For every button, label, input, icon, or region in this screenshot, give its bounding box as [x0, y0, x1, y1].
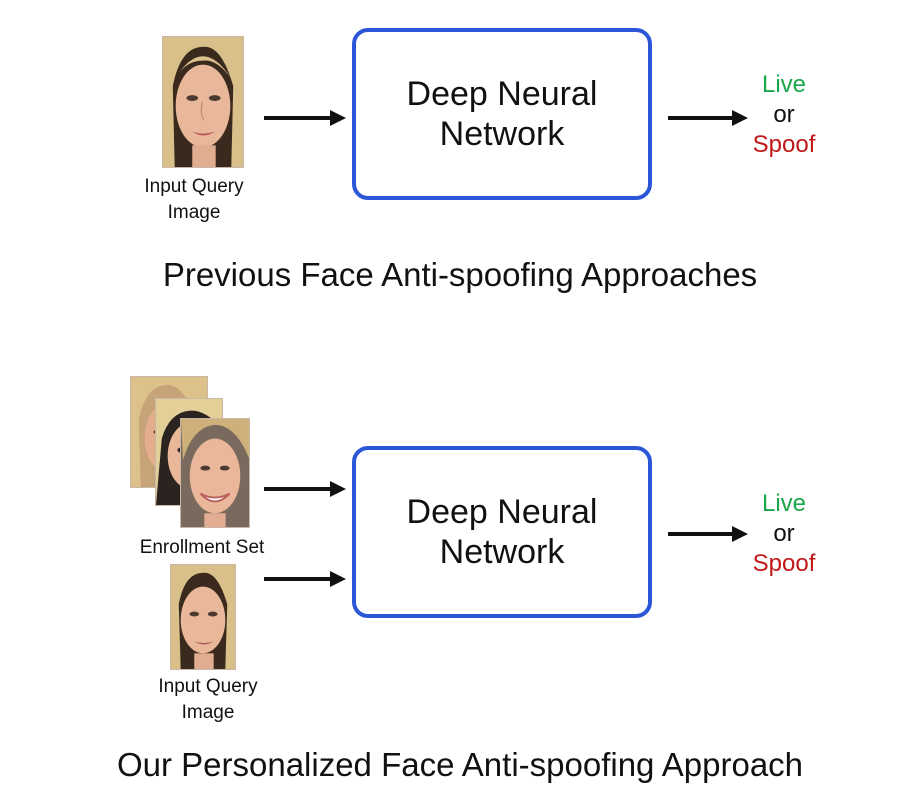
bottom-output-label: Live or Spoof — [739, 489, 829, 579]
enrollment-caption: Enrollment Set — [139, 537, 265, 558]
top-output-spoof: Spoof — [752, 131, 816, 158]
top-input-arrow — [264, 108, 348, 128]
bottom-output-or: or — [773, 520, 795, 547]
top-section-title: Previous Face Anti-spoofing Approaches — [162, 256, 758, 293]
top-output-or: or — [773, 101, 795, 128]
top-output-arrow — [668, 108, 750, 128]
bottom-query-face-image — [170, 564, 236, 670]
top-query-caption: Input Query Image — [144, 176, 244, 223]
top-network-label: Deep Neural Network — [406, 75, 598, 153]
enrollment-input-arrow — [264, 479, 348, 499]
top-query-face-image — [162, 36, 244, 168]
bottom-network-label: Deep Neural Network — [406, 493, 598, 571]
top-output-label: Live or Spoof — [739, 70, 829, 160]
bottom-output-live: Live — [761, 490, 807, 517]
top-network-box: Deep Neural Network — [352, 28, 652, 200]
bottom-section-title: Our Personalized Face Anti-spoofing Appr… — [116, 746, 804, 783]
query-input-arrow — [264, 569, 348, 589]
bottom-query-caption: Input Query Image — [158, 676, 258, 723]
bottom-network-box: Deep Neural Network — [352, 446, 652, 618]
enrollment-face-image-3 — [180, 418, 250, 528]
bottom-output-arrow — [668, 524, 750, 544]
top-output-live: Live — [761, 71, 807, 98]
bottom-output-spoof: Spoof — [752, 550, 816, 577]
